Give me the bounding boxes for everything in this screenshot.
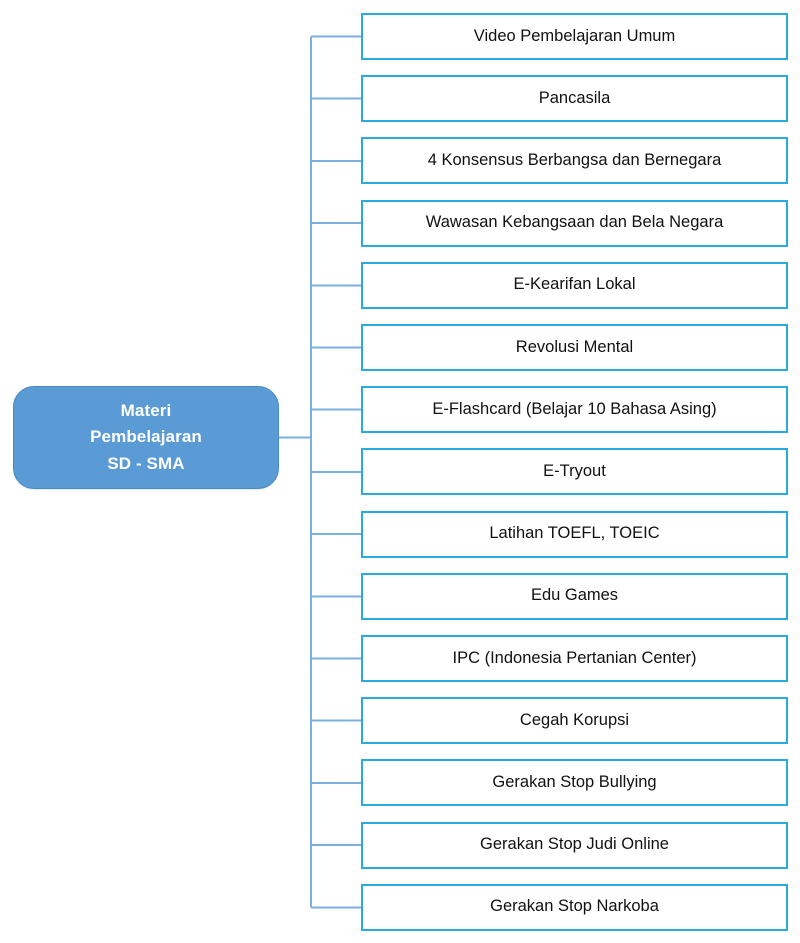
leaf-node[interactable]: Pancasila (361, 75, 788, 123)
leaf-node-label: Gerakan Stop Judi Online (480, 835, 669, 854)
leaf-node-label: IPC (Indonesia Pertanian Center) (452, 648, 697, 667)
leaf-node[interactable]: Cegah Korupsi (361, 697, 788, 745)
leaf-node[interactable]: Latihan TOEFL, TOEIC (361, 510, 788, 558)
leaf-node[interactable]: IPC (Indonesia Pertanian Center) (361, 635, 788, 682)
leaf-node[interactable]: Edu Games (361, 572, 788, 620)
leaf-node[interactable]: Gerakan Stop Bullying (361, 759, 788, 807)
root-node[interactable]: Materi Pembelajaran SD - SMA (13, 386, 279, 489)
leaf-node-label: Wawasan Kebangsaan dan Bela Negara (425, 213, 724, 232)
leaf-node[interactable]: Gerakan Stop Judi Online (361, 821, 788, 869)
leaf-node[interactable]: E-Kearifan Lokal (361, 261, 788, 309)
leaf-node[interactable]: E-Tryout (361, 448, 788, 496)
leaf-node[interactable]: Gerakan Stop Narkoba (361, 883, 788, 931)
leaf-node-label: E-Flashcard (Belajar 10 Bahasa Asing) (432, 399, 717, 418)
leaf-node[interactable]: Revolusi Mental (361, 324, 788, 371)
leaf-node-label: Video Pembelajaran Umum (473, 26, 676, 45)
root-node-label: Materi Pembelajaran SD - SMA (90, 400, 202, 473)
leaf-node-label: Pancasila (538, 88, 611, 107)
leaf-node-label: 4 Konsensus Berbangsa dan Bernegara (427, 150, 722, 169)
leaf-node-label: Revolusi Mental (515, 337, 634, 356)
leaf-node[interactable]: 4 Konsensus Berbangsa dan Bernegara (361, 137, 788, 185)
leaf-node-label: Gerakan Stop Bullying (492, 772, 657, 791)
leaf-node-label: Edu Games (530, 586, 619, 605)
leaf-node-label: Latihan TOEFL, TOEIC (489, 524, 660, 543)
leaf-node-label: E-Kearifan Lokal (513, 275, 636, 294)
leaf-node[interactable]: Wawasan Kebangsaan dan Bela Negara (361, 199, 788, 247)
leaf-node[interactable]: E-Flashcard (Belajar 10 Bahasa Asing) (361, 386, 788, 434)
leaf-node-label: Cegah Korupsi (519, 710, 630, 729)
leaf-node-label: Gerakan Stop Narkoba (490, 897, 659, 916)
leaf-node[interactable]: Video Pembelajaran Umum (361, 13, 788, 60)
leaf-node-label: E-Tryout (543, 461, 606, 480)
